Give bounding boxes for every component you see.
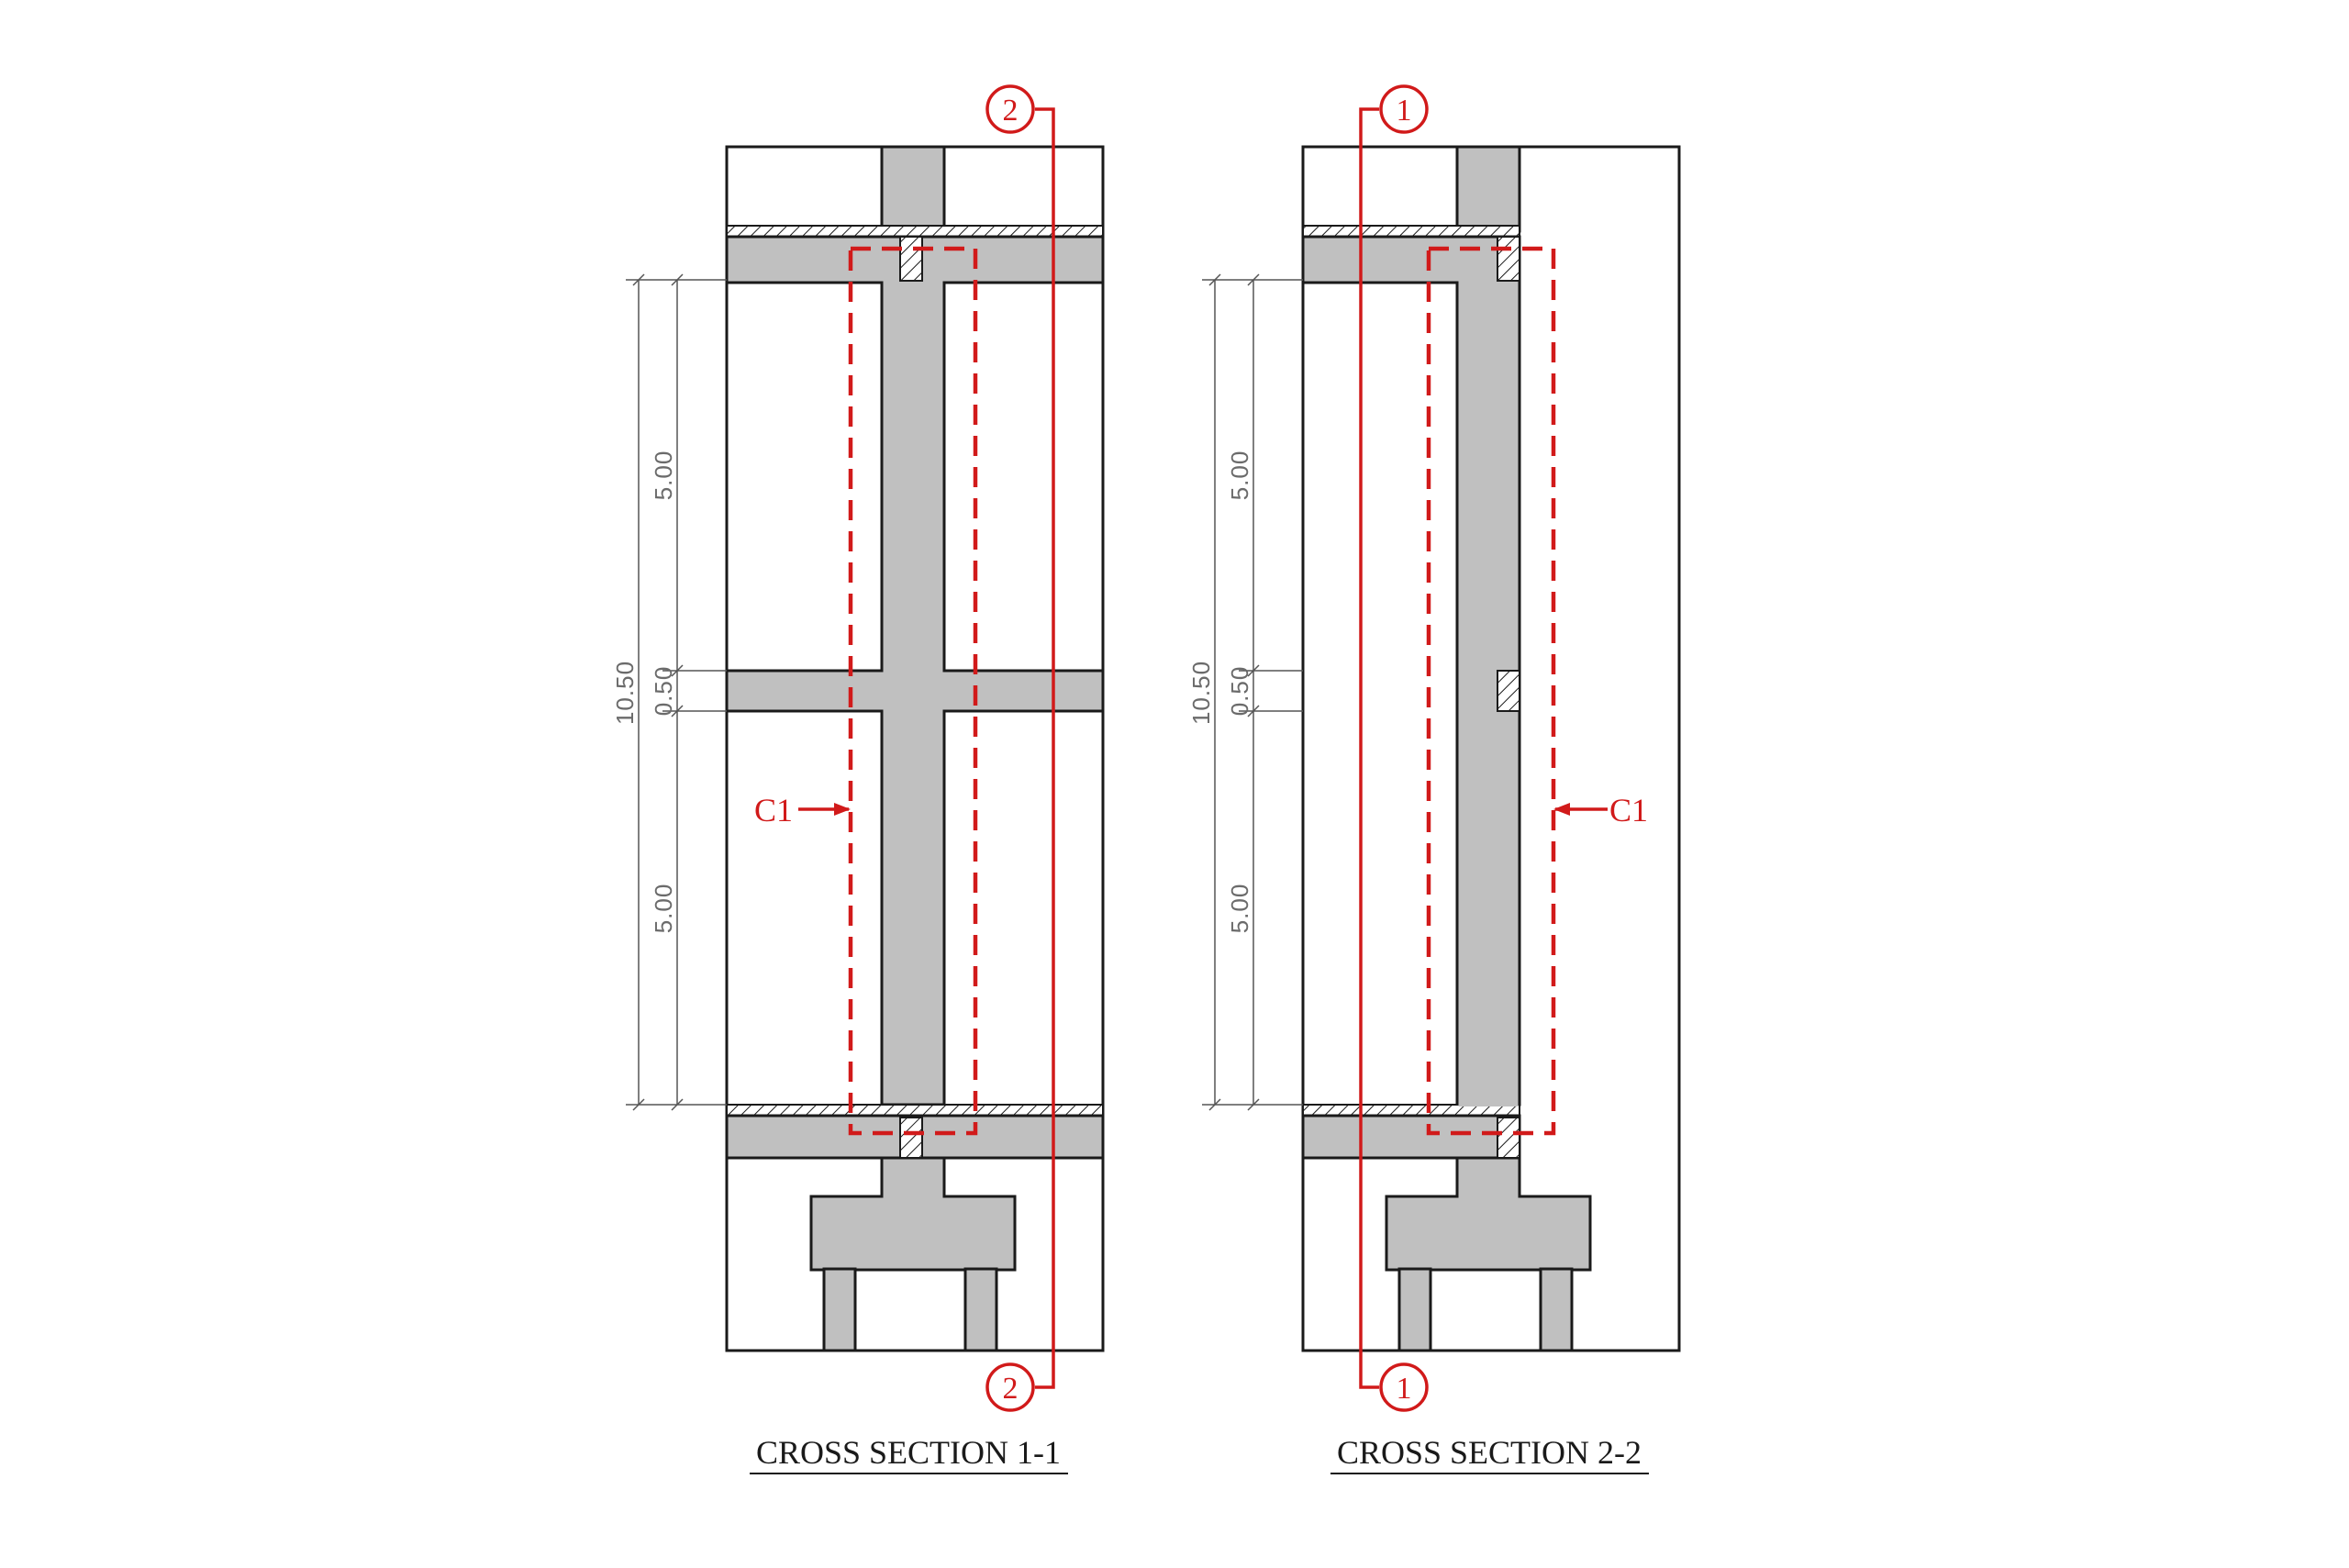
pile-left [1397,1267,1432,1352]
section-1-title: CROSS SECTION 1-1 [756,1434,1061,1471]
dim-total: 10.50 [611,661,639,725]
bottom-beam-stub [1497,1117,1520,1159]
callout-region-c1 [1426,246,1556,1136]
dim-total: 10.50 [1187,661,1215,725]
pile-cap [809,1195,1017,1272]
callout-arrowhead [834,803,851,816]
cut-marker-bottom-label: 2 [1003,1372,1019,1406]
mid-beam-stub [1497,670,1520,712]
bottom-slab-finish [726,1104,1104,1117]
pile-right [1539,1267,1574,1352]
column-top-stub [1455,145,1521,233]
top-beam-stub [899,236,923,282]
top-slab [1301,235,1521,284]
top-slab-finish [1302,225,1520,238]
pile-right [963,1267,998,1352]
dim-upper: 5.00 [650,450,677,501]
dim-lower: 5.00 [1226,884,1253,934]
section-2-dimensions [1202,273,1303,1111]
lower-column [1455,1156,1521,1200]
bottom-beam-stub [899,1117,923,1159]
cut-marker-top-label: 1 [1397,94,1412,128]
section-2-title: CROSS SECTION 2-2 [1337,1434,1642,1471]
cut-marker-bottom [985,1362,1035,1412]
callout-label-c1: C1 [754,792,793,828]
section-2-2: 10.50 5.00 0.50 5.00 C1 1 1 CROSS SECTIO… [1187,84,1681,1474]
dim-mid: 0.50 [650,666,677,717]
dim-mid: 0.50 [1226,666,1253,717]
dim-upper: 5.00 [1226,450,1253,501]
bottom-slab [1301,1114,1521,1160]
cut-line-1 [1359,107,1379,1389]
cut-marker-bottom-label: 1 [1397,1372,1412,1406]
pile-cap [1385,1195,1592,1272]
section-1-dimensions [626,273,727,1111]
cut-line-2 [1035,107,1055,1389]
callout-label-c1: C1 [1609,792,1648,828]
section-1-1: 10.50 5.00 0.50 5.00 C1 2 2 CROSS SECTIO… [611,84,1105,1474]
cut-marker-bottom [1379,1362,1429,1412]
dim-lower: 5.00 [650,884,677,934]
mid-slab [725,669,1105,713]
top-slab-finish [726,225,1104,238]
cut-marker-top [1379,84,1429,134]
lower-column [880,1156,946,1200]
column-top-stub [880,145,946,233]
callout-region-c1 [848,246,978,1136]
cut-marker-top [985,84,1035,134]
callout-arrowhead [1553,803,1570,816]
pile-left [822,1267,857,1352]
top-beam-stub [1497,236,1520,282]
cut-marker-top-label: 2 [1003,94,1019,128]
